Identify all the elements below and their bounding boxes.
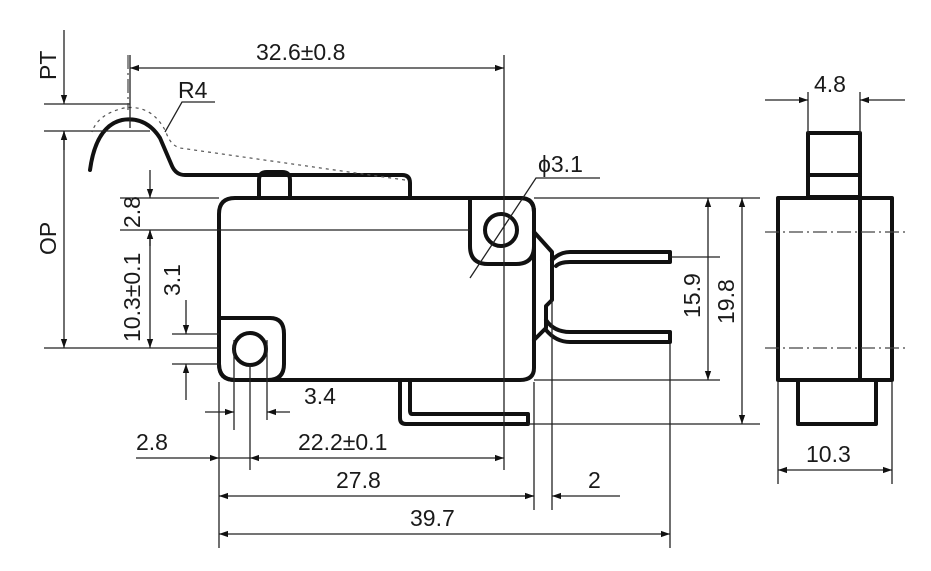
terminal-bottom (398, 378, 530, 426)
dimension-labels: PT OP 32.6±0.8 R4 ϕ3.1 2.8 10.3±0.1 3.1 … (35, 39, 851, 531)
side-plunger (806, 131, 862, 199)
terminal-middle (544, 318, 672, 344)
label-side-width-bottom: 10.3 (806, 441, 851, 467)
top-mount-boss (468, 196, 536, 266)
front-dimensions (44, 30, 760, 548)
label-radius: R4 (178, 77, 208, 103)
label-3-4: 3.4 (304, 383, 336, 409)
label-hole-diameter: ϕ3.1 (538, 151, 583, 177)
bottom-mount-boss (217, 316, 286, 382)
label-pt: PT (35, 51, 61, 80)
lever-pressed-phantom (91, 106, 406, 181)
side-body (776, 196, 894, 382)
label-side-width-top: 4.8 (814, 71, 846, 97)
label-15-9: 15.9 (679, 273, 705, 318)
label-10-3: 10.3±0.1 (119, 253, 145, 342)
terminal-upper (550, 250, 672, 268)
label-2: 2 (588, 467, 601, 493)
label-2-8-vertical: 2.8 (119, 196, 145, 228)
label-22-2: 22.2±0.1 (298, 429, 387, 455)
label-27-8: 27.8 (336, 467, 381, 493)
label-op: OP (35, 222, 61, 255)
label-3-1: 3.1 (159, 264, 185, 296)
lever (88, 117, 412, 200)
label-39-7: 39.7 (410, 505, 455, 531)
label-19-8: 19.8 (713, 279, 739, 324)
bottom-mount-hole (232, 331, 268, 367)
top-mount-hole (483, 212, 519, 248)
side-view (765, 92, 905, 484)
side-bottom-terminal (796, 378, 878, 426)
label-overall-lever: 32.6±0.8 (256, 39, 345, 65)
label-2-8-horizontal: 2.8 (136, 429, 168, 455)
